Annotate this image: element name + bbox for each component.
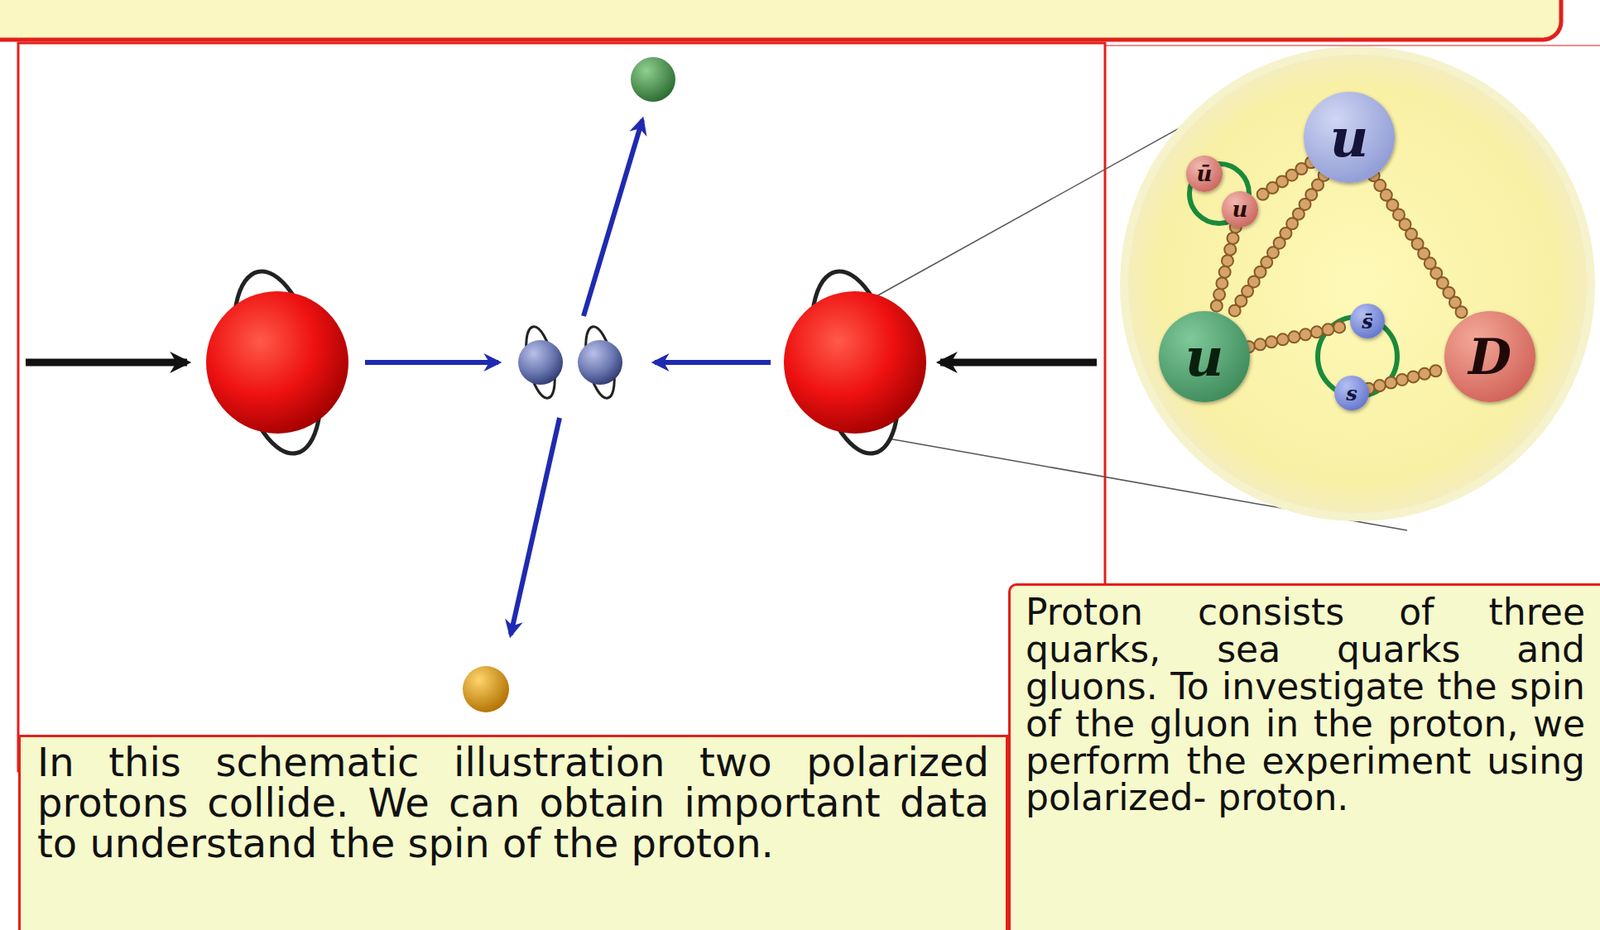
caption-box: Proton consists of three quarks, sea qua…: [1008, 583, 1600, 930]
gluon-chain-outline: [1368, 368, 1447, 390]
gluon-chain: [1374, 175, 1466, 318]
caption-text: Proton consists of three quarks, sea qua…: [1025, 594, 1586, 817]
gluon-chain-outline: [1249, 324, 1351, 347]
caption-text: In this schematic illustration two polar…: [37, 742, 990, 865]
gluon-chain: [1249, 324, 1351, 347]
proton-ball: [783, 291, 927, 434]
illustration-panel: [18, 43, 1106, 772]
proton-circle: [1124, 50, 1591, 518]
parton-arrow: [654, 360, 771, 366]
quark-ball: D: [1444, 311, 1536, 403]
gluon-chain: [1215, 226, 1236, 313]
gluon-chain-outline: [1215, 226, 1236, 313]
proton-ball: [206, 291, 349, 434]
quark-symbol: s̄: [1361, 309, 1374, 334]
jet-ball: [630, 57, 676, 102]
parton-ball: [577, 340, 623, 385]
gluon-chain-outline: [1374, 175, 1466, 318]
jet-ball: [462, 666, 510, 713]
quark-ball: u: [1221, 191, 1259, 228]
quark-ball: u: [1158, 311, 1250, 403]
quark-ball: ū: [1186, 155, 1223, 193]
scatter-arrow: [510, 418, 560, 635]
gluon-chain: [1254, 162, 1312, 200]
quark-ball: s: [1334, 375, 1370, 411]
beam-arrow: [940, 359, 1097, 367]
divider-line: [1105, 44, 1600, 47]
title-banner: [0, 0, 1562, 40]
quark-symbol: u: [1232, 196, 1249, 222]
parton-arrow: [365, 360, 499, 366]
gluon-chain: [1368, 368, 1447, 390]
quark-symbol: u: [1330, 106, 1370, 169]
quark-ball: s̄: [1350, 303, 1385, 339]
quark-symbol: u: [1185, 326, 1225, 389]
caption-box: In this schematic illustration two polar…: [18, 735, 1009, 930]
gluon-chain-outline: [1254, 162, 1312, 200]
quark-ball: u: [1303, 91, 1395, 183]
quark-symbol: D: [1468, 327, 1512, 386]
quark-symbol: s: [1345, 381, 1358, 406]
parton-ball: [518, 340, 563, 385]
beam-arrow: [25, 359, 188, 367]
quark-symbol: ū: [1196, 161, 1213, 187]
scatter-arrow: [583, 120, 643, 317]
